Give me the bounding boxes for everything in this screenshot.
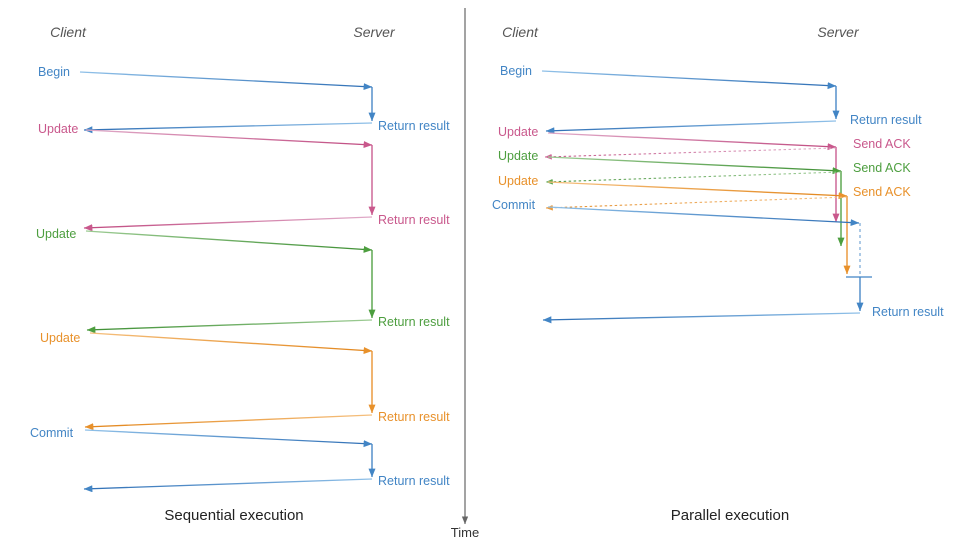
panel-caption-sequential: Sequential execution: [164, 507, 303, 524]
response-arrow: [86, 319, 373, 334]
request-arrow: [89, 332, 373, 354]
message-label-par-update-2: Update: [498, 149, 538, 163]
request-arrow: [85, 230, 373, 253]
message-label-par-update-3: Update: [498, 174, 538, 188]
actor-label-server: Server: [817, 24, 860, 40]
response-label-seq-begin: Return result: [378, 119, 450, 133]
request-arrow: [84, 429, 373, 448]
message-label-seq-commit: Commit: [30, 426, 74, 440]
request-arrow: [547, 156, 842, 175]
response-label-par-update-1: Send ACK: [853, 137, 911, 151]
time-axis: Time: [451, 8, 479, 540]
message-label-seq-begin: Begin: [38, 65, 70, 79]
request-arrow: [79, 71, 373, 91]
response-label-seq-commit: Return result: [378, 474, 450, 488]
response-arrow: [545, 120, 837, 135]
response-label-seq-update-3: Return result: [378, 410, 450, 424]
time-axis-label: Time: [451, 525, 479, 540]
response-arrow: [84, 414, 373, 431]
request-arrow: [547, 181, 848, 200]
message-label-seq-update-2: Update: [36, 227, 76, 241]
actor-label-client: Client: [50, 24, 87, 40]
response-arrow: [83, 122, 373, 134]
response-label-par-begin: Return result: [850, 113, 922, 127]
request-arrow: [85, 129, 373, 149]
ack-arrow: [544, 147, 837, 160]
request-arrow: [541, 70, 837, 90]
response-label-par-commit: Return result: [872, 305, 944, 319]
response-label-seq-update-1: Return result: [378, 213, 450, 227]
response-arrow: [542, 312, 861, 324]
response-label-seq-update-2: Return result: [378, 315, 450, 329]
actor-label-server: Server: [353, 24, 396, 40]
message-label-par-begin: Begin: [500, 64, 532, 78]
message-label-par-commit: Commit: [492, 198, 536, 212]
ack-arrow: [545, 171, 842, 185]
response-label-par-update-2: Send ACK: [853, 161, 911, 175]
message-label-par-update-1: Update: [498, 125, 538, 139]
actor-label-client: Client: [502, 24, 539, 40]
request-arrow: [547, 132, 837, 151]
response-arrow: [83, 478, 373, 493]
message-label-seq-update-1: Update: [38, 122, 78, 136]
response-arrow: [83, 216, 373, 232]
request-arrow: [547, 206, 860, 227]
ack-arrow: [545, 196, 848, 211]
response-label-par-update-3: Send ACK: [853, 185, 911, 199]
message-label-seq-update-3: Update: [40, 331, 80, 345]
panel-caption-parallel: Parallel execution: [671, 507, 789, 524]
